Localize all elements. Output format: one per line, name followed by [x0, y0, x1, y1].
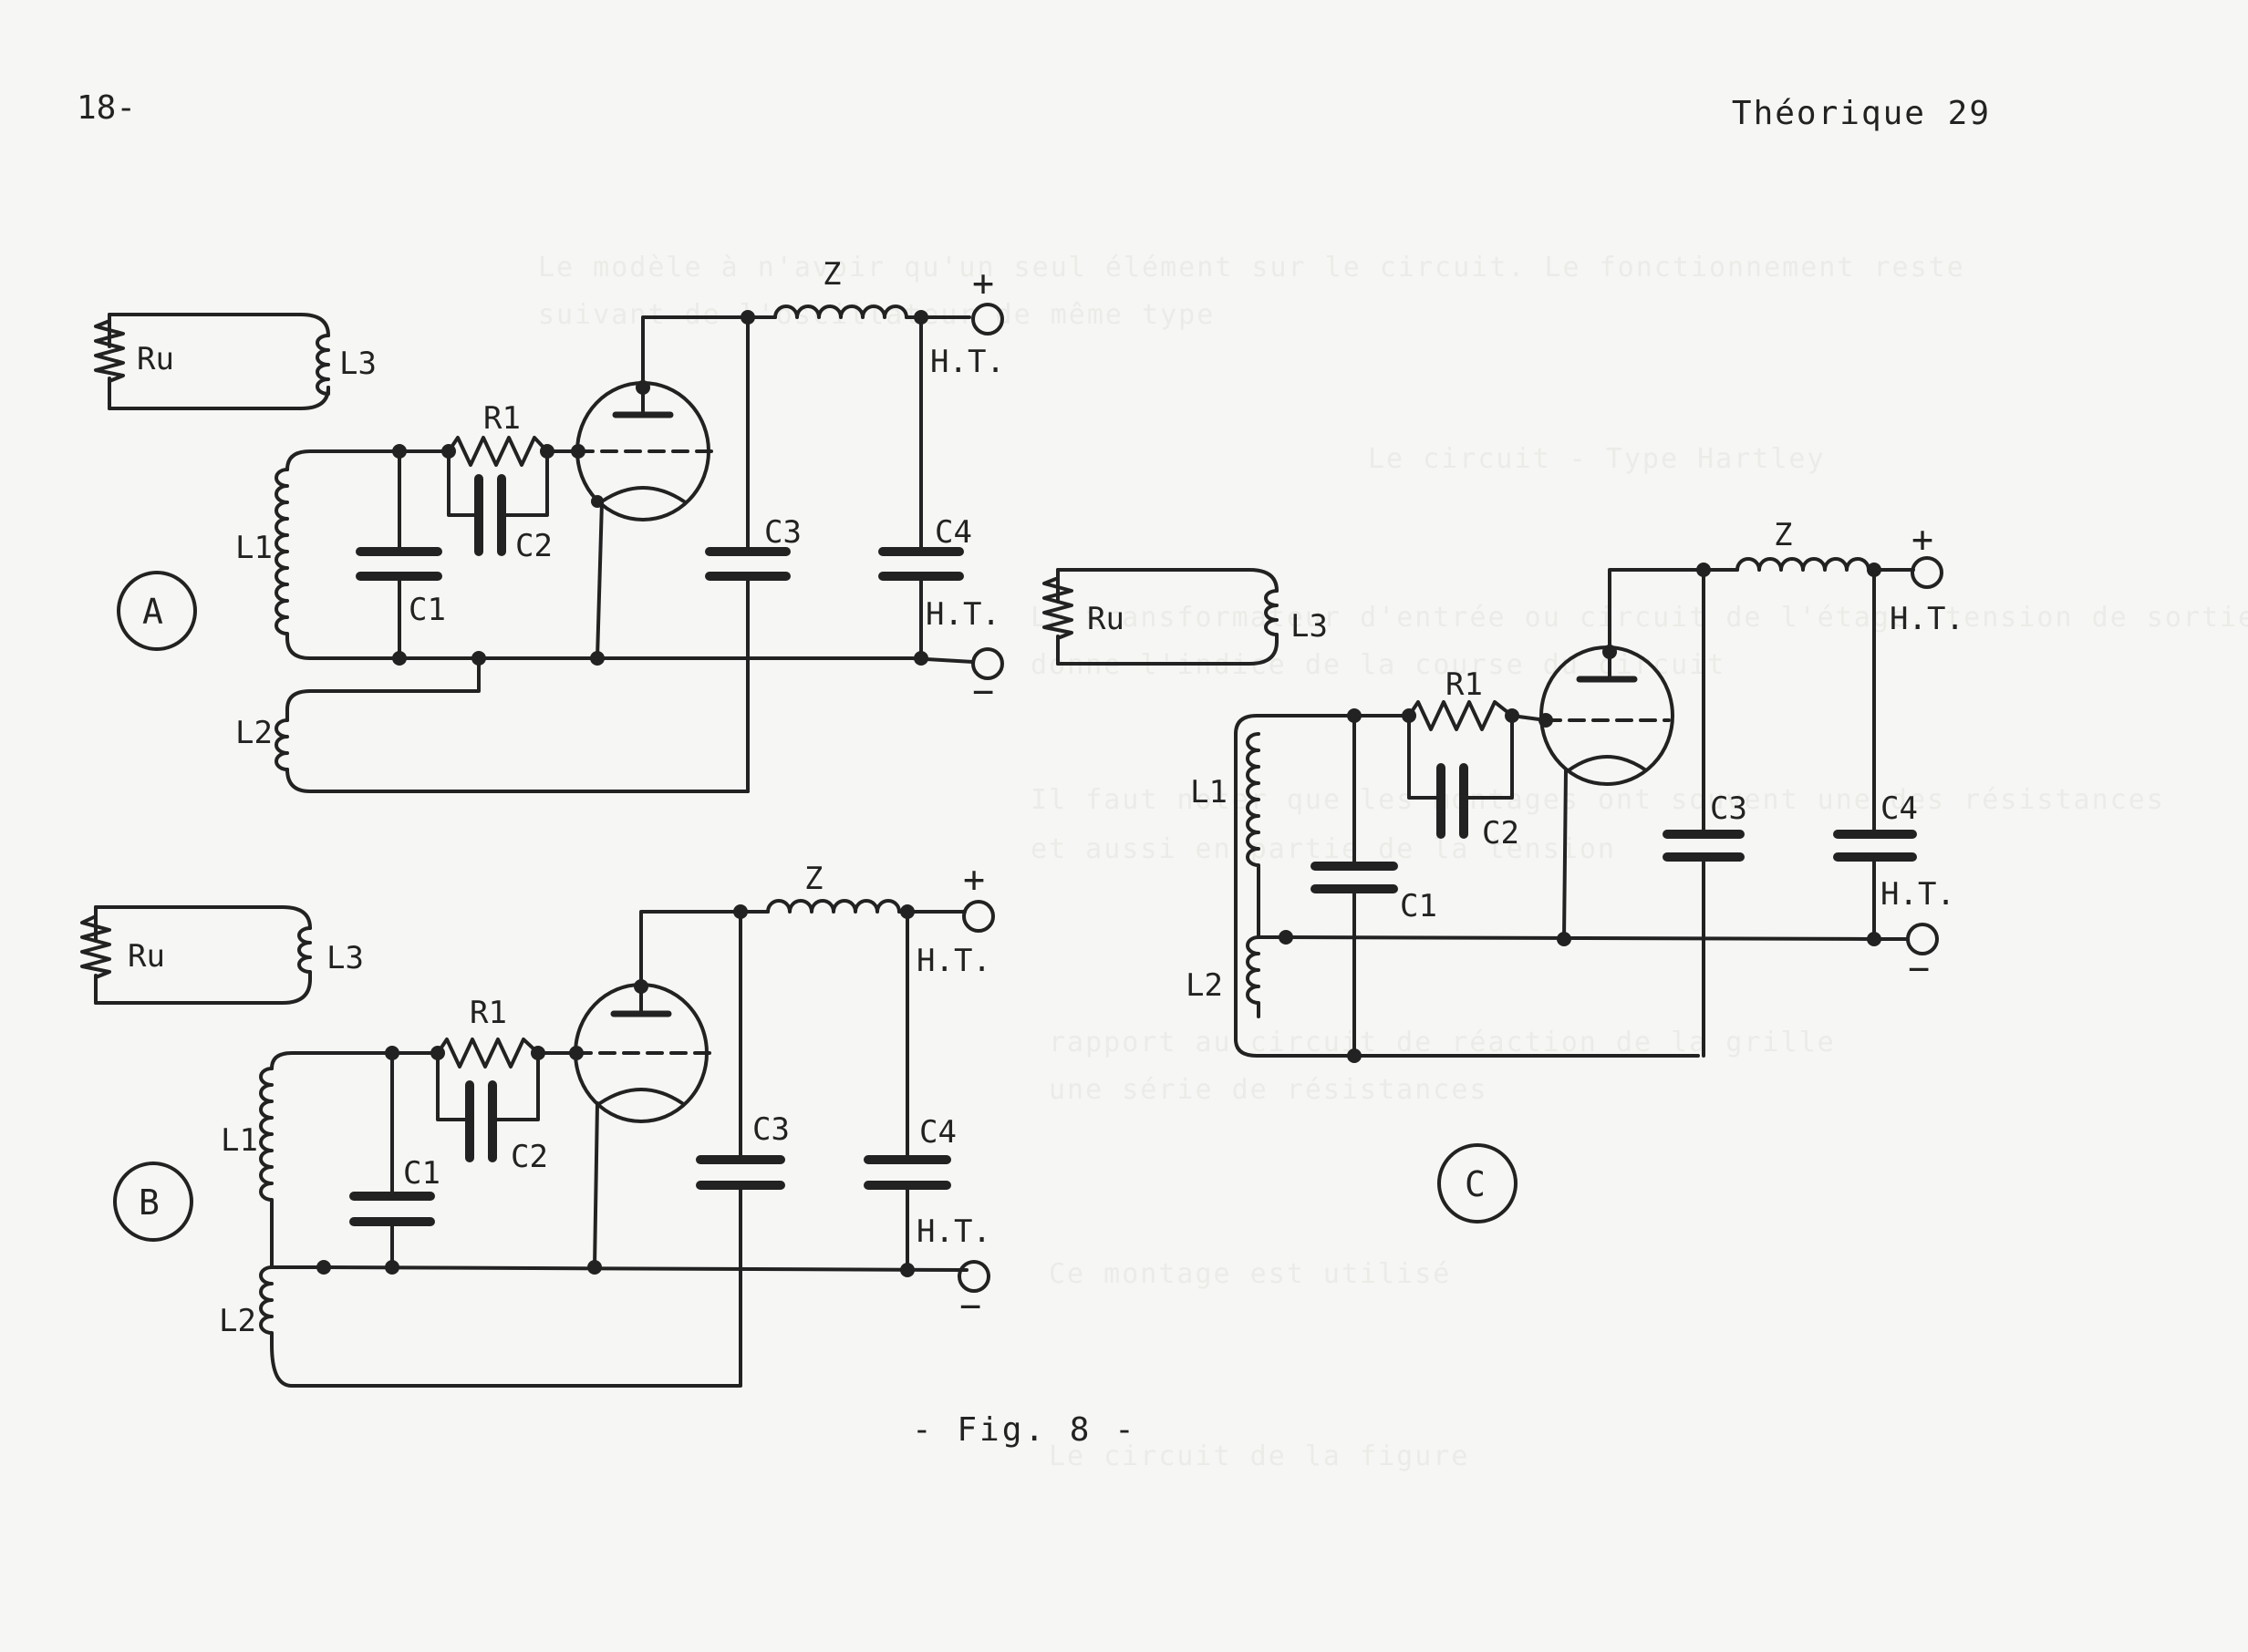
label-c3: C3: [752, 1111, 790, 1148]
label-r1: R1: [470, 995, 507, 1031]
circuit-letter: A: [142, 592, 163, 632]
circuit-c: Ru L3 L1 L2 C1 R1 C2: [1042, 517, 1964, 1224]
label-z: Z: [1774, 517, 1792, 553]
label-ru: Ru: [1087, 601, 1124, 637]
label-l3: L3: [326, 940, 364, 976]
label-plus: +: [1911, 519, 1933, 561]
coil-l3: [316, 334, 330, 396]
label-c2: C2: [1482, 815, 1519, 852]
resistor-r1: [436, 1038, 540, 1069]
label-c4: C4: [919, 1114, 957, 1151]
coil-l1: [259, 1067, 274, 1269]
label-r1: R1: [483, 400, 521, 437]
label-c1: C1: [1400, 888, 1437, 924]
label-l2: L2: [235, 715, 273, 751]
section-title: Théorique 29: [1731, 95, 1991, 132]
label-plus: +: [963, 859, 985, 901]
bleed-through-line: Le modèle à n'avoir qu'un seul élément s…: [538, 252, 1965, 284]
label-ht-negative: H.T.: [926, 596, 1000, 633]
label-l1: L1: [235, 530, 273, 566]
terminal-negative: [971, 647, 1004, 680]
label-ru: Ru: [137, 341, 174, 377]
page-number: 18-: [77, 89, 137, 127]
circuit-letter: C: [1465, 1164, 1486, 1204]
label-c1: C1: [403, 1155, 440, 1192]
circuit-label-a: [117, 571, 197, 651]
resistor-ru: [94, 313, 125, 410]
label-ht-positive: H.T.: [1890, 601, 1964, 637]
coil-l2: [275, 718, 289, 771]
resistor-r1: [447, 436, 549, 467]
figure-caption: - Fig. 8 -: [912, 1411, 1137, 1449]
label-l3: L3: [1290, 608, 1328, 645]
label-c3: C3: [1710, 790, 1747, 827]
label-ht-positive: H.T.: [917, 943, 991, 979]
label-minus: −: [1908, 948, 1930, 990]
choke-z: [766, 899, 901, 914]
coil-l1: [285, 449, 914, 660]
terminal-positive: [971, 303, 1004, 336]
bleed-through-line: Le circuit - Type Hartley: [1368, 443, 1826, 475]
label-l1: L1: [1190, 774, 1228, 811]
label-minus: −: [972, 671, 994, 713]
label-l2: L2: [219, 1303, 256, 1339]
bleed-through-line: Il faut noter que les montages ont souve…: [1031, 784, 2165, 816]
circuit-label-b: [113, 1162, 193, 1242]
circuit-a: Ru L3 L1 C1 R1 C2 Z: [94, 256, 1005, 793]
bleed-through-line: et aussi en partie de la tension: [1031, 833, 1616, 865]
label-ru: Ru: [128, 938, 165, 975]
terminal-positive: [1911, 556, 1943, 589]
coil-l2: [259, 1265, 274, 1347]
bleed-through-line: rapport au circuit de réaction de la gri…: [1049, 1027, 1836, 1058]
label-ht-positive: H.T.: [930, 344, 1005, 380]
label-plus: +: [972, 263, 994, 305]
label-z: Z: [823, 256, 841, 293]
label-r1: R1: [1445, 666, 1483, 703]
triode-tube: [1539, 645, 1674, 786]
bleed-through-line: Le transformateur d'entrée ou circuit de…: [1031, 602, 2248, 634]
label-c4: C4: [1880, 790, 1918, 827]
terminal-positive: [962, 900, 995, 933]
bleed-through-line: Le circuit de la figure: [1049, 1440, 1470, 1472]
coil-l2: [1246, 935, 1260, 1018]
label-l2: L2: [1186, 967, 1223, 1004]
label-ht-negative: H.T.: [917, 1213, 991, 1250]
resistor-ru: [1042, 568, 1073, 666]
coil-l1: [1246, 732, 1260, 939]
choke-z: [773, 305, 908, 319]
terminal-negative: [958, 1260, 990, 1293]
coil-l3: [297, 926, 312, 981]
bleed-through-line: suivant de l'oscillateur de même type: [538, 299, 1216, 331]
label-c3: C3: [764, 514, 802, 551]
label-c1: C1: [409, 592, 446, 628]
circuit-b: Ru L3 L1 L2 C1 R1 C2: [80, 859, 995, 1388]
resistor-r1: [1407, 700, 1514, 731]
circuit-label-c: [1437, 1143, 1518, 1224]
label-ht-negative: H.T.: [1880, 876, 1955, 913]
label-c2: C2: [511, 1139, 548, 1175]
resistor-ru: [80, 905, 111, 1005]
coil-l3: [1264, 589, 1279, 644]
label-minus: −: [959, 1285, 981, 1327]
bleed-through-line: Ce montage est utilisé: [1049, 1258, 1452, 1290]
label-l3: L3: [339, 346, 377, 382]
label-l1: L1: [221, 1122, 258, 1159]
label-c2: C2: [515, 528, 553, 564]
label-z: Z: [804, 861, 823, 897]
bleed-through-line: une série de résistances: [1049, 1074, 1488, 1106]
circuit-letter: B: [139, 1182, 160, 1223]
choke-z: [1735, 557, 1870, 572]
label-c4: C4: [935, 514, 972, 551]
